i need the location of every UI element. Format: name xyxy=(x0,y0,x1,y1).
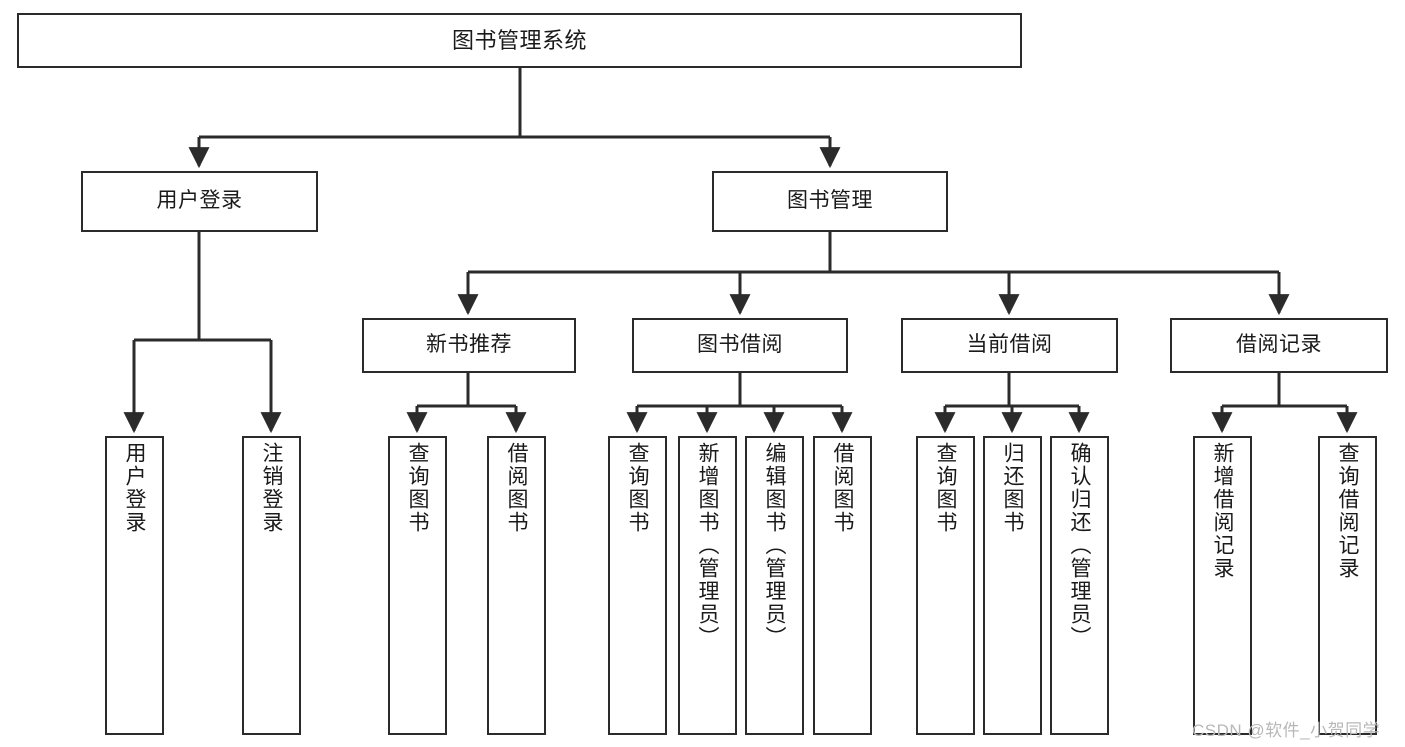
node-new-book-rec[interactable]: 新书推荐 xyxy=(362,318,576,373)
node-leaf-query-book-current[interactable]: 查询图书 xyxy=(916,436,975,735)
node-leaf-query-book-borrow-label: 查询图书 xyxy=(626,442,649,534)
node-user-login-label: 用户登录 xyxy=(156,189,243,213)
node-leaf-user-login[interactable]: 用户登录 xyxy=(105,436,164,735)
node-borrow-record-label: 借阅记录 xyxy=(1236,333,1322,357)
node-leaf-borrow-book-rec-label: 借阅图书 xyxy=(505,442,528,534)
node-new-book-rec-label: 新书推荐 xyxy=(426,333,512,357)
csdn-watermark: CSDN @软件_小贺同学 xyxy=(1192,721,1381,740)
node-leaf-return-book[interactable]: 归还图书 xyxy=(983,436,1042,735)
node-leaf-query-book-rec-label: 查询图书 xyxy=(406,442,429,534)
node-borrow-record[interactable]: 借阅记录 xyxy=(1170,318,1388,373)
node-leaf-confirm-return-label: 确认归还（管理员） xyxy=(1068,442,1091,649)
node-root-label: 图书管理系统 xyxy=(451,27,587,53)
node-leaf-logout-label: 注销登录 xyxy=(260,442,283,534)
node-book-borrow[interactable]: 图书借阅 xyxy=(632,318,848,373)
node-user-login[interactable]: 用户登录 xyxy=(81,171,318,232)
node-book-manage[interactable]: 图书管理 xyxy=(712,171,948,232)
node-leaf-query-record[interactable]: 查询借阅记录 xyxy=(1318,436,1377,735)
node-leaf-borrow-book-rec[interactable]: 借阅图书 xyxy=(487,436,546,735)
node-leaf-query-book-rec[interactable]: 查询图书 xyxy=(388,436,447,735)
node-leaf-add-record-label: 新增借阅记录 xyxy=(1211,442,1234,580)
node-leaf-confirm-return[interactable]: 确认归还（管理员） xyxy=(1050,436,1109,735)
node-leaf-return-book-label: 归还图书 xyxy=(1001,442,1024,534)
node-leaf-query-book-current-label: 查询图书 xyxy=(934,442,957,534)
node-leaf-user-login-label: 用户登录 xyxy=(123,442,146,534)
node-leaf-add-record[interactable]: 新增借阅记录 xyxy=(1193,436,1252,735)
node-leaf-borrow-book[interactable]: 借阅图书 xyxy=(813,436,872,735)
node-current-borrow[interactable]: 当前借阅 xyxy=(901,318,1118,373)
node-leaf-query-record-label: 查询借阅记录 xyxy=(1336,442,1359,580)
node-book-manage-label: 图书管理 xyxy=(787,189,873,213)
node-leaf-edit-book[interactable]: 编辑图书（管理员） xyxy=(745,436,804,735)
node-leaf-logout[interactable]: 注销登录 xyxy=(242,436,301,735)
node-leaf-add-book-label: 新增图书（管理员） xyxy=(696,442,719,649)
node-leaf-edit-book-label: 编辑图书（管理员） xyxy=(763,442,786,649)
node-book-borrow-label: 图书借阅 xyxy=(697,333,783,357)
node-leaf-query-book-borrow[interactable]: 查询图书 xyxy=(608,436,667,735)
node-root[interactable]: 图书管理系统 xyxy=(17,13,1022,68)
node-leaf-add-book[interactable]: 新增图书（管理员） xyxy=(678,436,737,735)
node-leaf-borrow-book-label: 借阅图书 xyxy=(831,442,854,534)
node-current-borrow-label: 当前借阅 xyxy=(966,333,1053,357)
